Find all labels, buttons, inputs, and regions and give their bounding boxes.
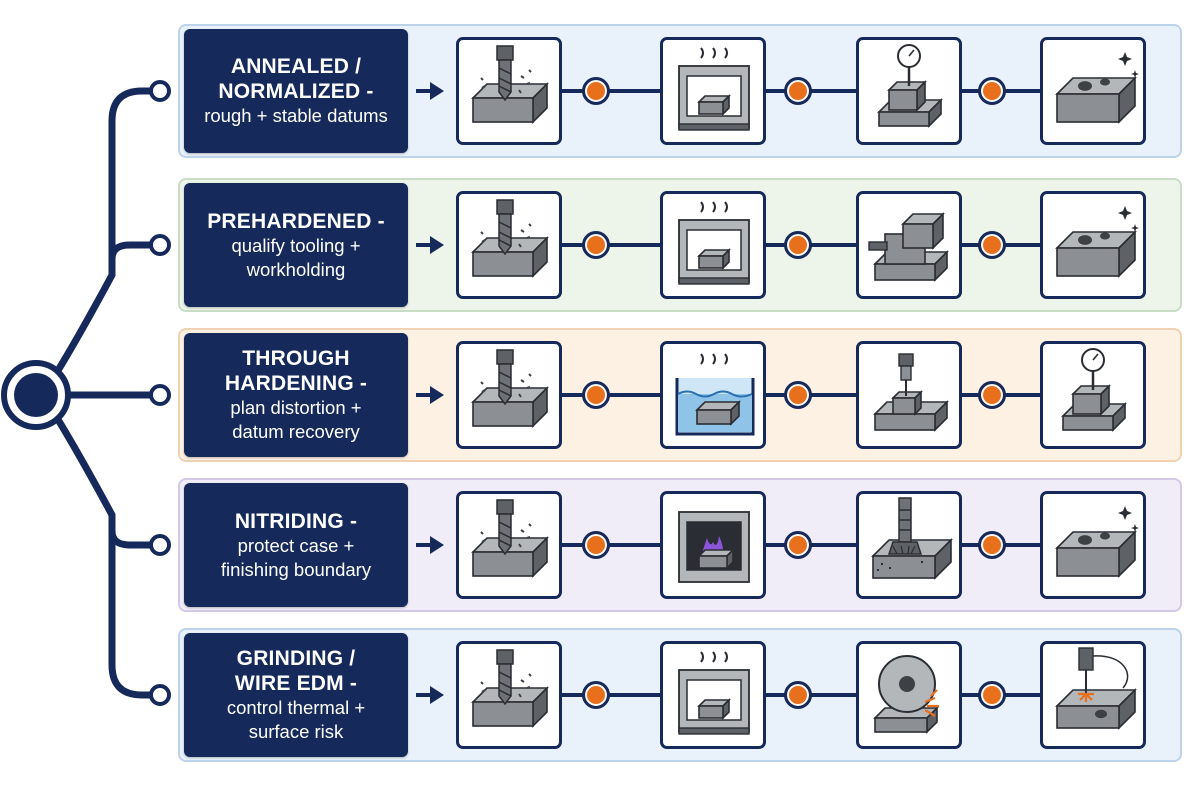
arrow-right-icon [416,236,444,254]
step-dot [978,231,1006,259]
condition-note: finishing boundary [220,558,372,580]
plasma-nitriding-furnace-icon [678,511,750,583]
condition-label: NITRIDING -protect case +finishing bound… [184,483,408,607]
drill-machining-icon [471,349,549,428]
step-dot [978,381,1006,409]
step-dot [784,531,812,559]
process-step-card [456,491,562,599]
step-dot [582,531,610,559]
arrow-right-icon [416,386,444,404]
process-step-card [456,37,562,145]
heat-treat-oven-icon [678,651,750,735]
step-dot [582,77,610,105]
process-step-card [856,191,962,299]
process-step-card [1040,641,1146,749]
finished-part-icon [1055,52,1139,124]
condition-title: GRINDING / [236,647,356,670]
condition-title: NITRIDING - [234,509,358,533]
condition-title: WIRE EDM - [234,672,358,695]
drill-machining-icon [471,45,549,124]
branch-node [149,534,171,556]
grinding-wheel-icon [873,655,939,734]
condition-note: protect case + [237,534,355,556]
arrow-right-icon [416,686,444,704]
condition-title: THROUGH HARDENING - [224,347,368,395]
process-step-card [856,641,962,749]
finished-part-icon [1055,206,1139,278]
condition-label: THROUGH HARDENING -plan distortion + datu… [184,333,408,457]
condition-note: rough + stable datums [204,105,388,126]
process-step-card [1040,341,1146,449]
finished-part-icon [1055,506,1139,578]
step-dot [978,681,1006,709]
condition-note: workholding [246,258,346,280]
arrow-right-icon [416,536,444,554]
heat-treat-oven-icon [678,47,750,131]
step-dot [784,381,812,409]
process-step-card [456,641,562,749]
process-step-card [660,37,766,145]
process-step-card [856,341,962,449]
condition-label: PREHARDENED -qualify tooling +workholdin… [184,183,408,307]
branch-node [149,384,171,406]
drill-machining-icon [471,499,549,578]
quench-tank-icon [675,353,755,436]
finishing-cutter-icon [871,497,953,580]
step-dot [582,681,610,709]
condition-label: GRINDING /WIRE EDM -control thermal + sur… [184,633,408,757]
branch-node [149,234,171,256]
step-dot [978,531,1006,559]
condition-note: qualify tooling + [231,234,361,256]
process-step-card [660,491,766,599]
heat-treat-oven-icon [678,201,750,285]
edm-spark-icon [1055,647,1137,730]
process-step-card [1040,37,1146,145]
condition-title: ANNEALED / [230,55,362,78]
drill-machining-icon [471,199,549,278]
process-step-card [660,641,766,749]
arrow-right-icon [416,82,444,100]
step-dot [978,77,1006,105]
process-step-card [856,37,962,145]
drill-machining-icon [471,649,549,728]
process-step-card [1040,191,1146,299]
step-dot [784,231,812,259]
dial-indicator-check-icon [1061,348,1127,432]
process-step-card [856,491,962,599]
condition-title: NORMALIZED - [218,80,374,103]
condition-label: ANNEALED /NORMALIZED -rough + stable dat… [184,29,408,153]
step-dot [582,231,610,259]
step-dot [582,381,610,409]
step-dot [784,77,812,105]
vise-workholding-icon [868,212,949,282]
condition-title: PREHARDENED - [207,209,385,233]
process-step-card [1040,491,1146,599]
branch-node [149,684,171,706]
spindle-probe-icon [873,353,949,432]
process-step-card [456,341,562,449]
process-step-card [660,341,766,449]
condition-note: plan distortion + [230,397,362,418]
branch-tree [1,80,171,706]
condition-note: datum recovery [232,421,360,442]
step-dot [784,681,812,709]
condition-note: surface risk [248,721,344,742]
process-step-card [456,191,562,299]
process-step-card [660,191,766,299]
condition-note: control thermal + [226,697,366,718]
dial-indicator-check-icon [877,44,943,128]
branch-node [149,80,171,102]
